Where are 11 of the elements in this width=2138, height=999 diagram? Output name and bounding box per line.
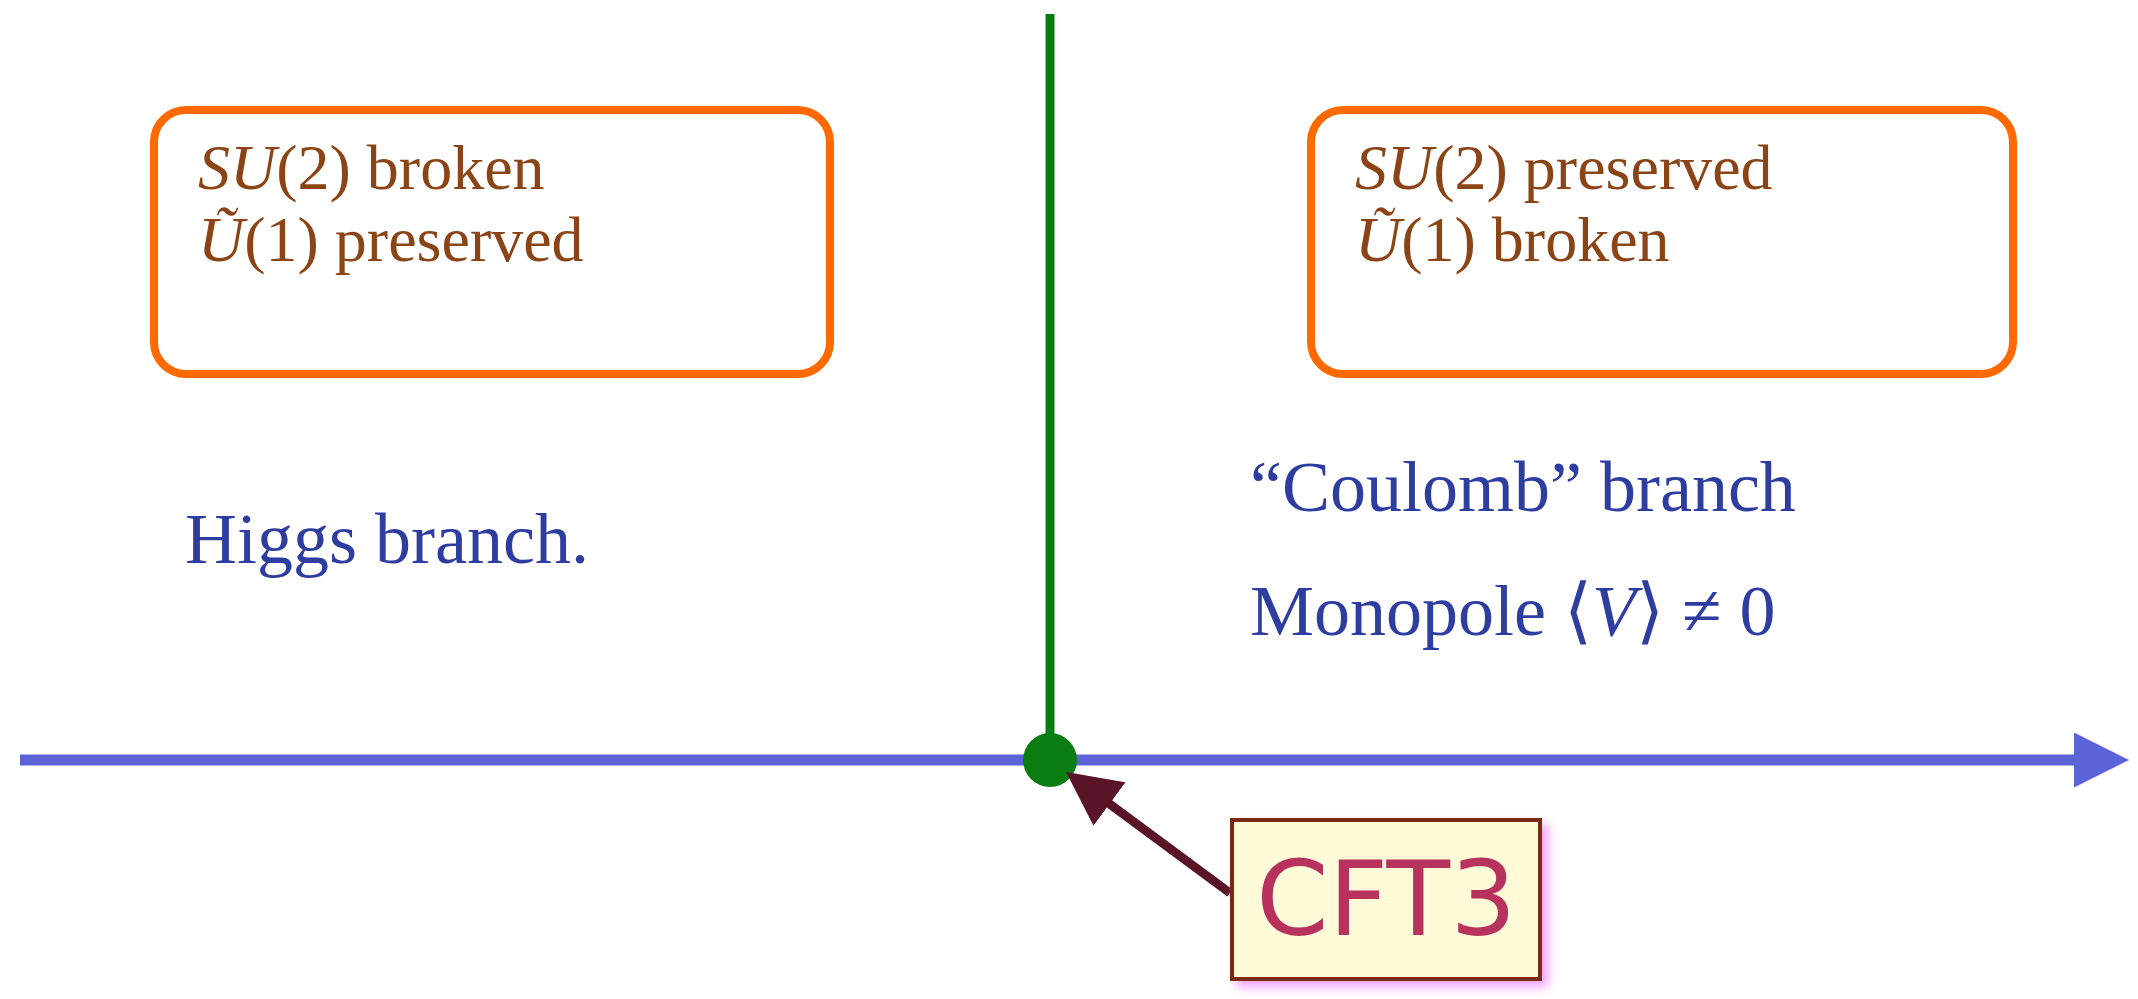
region-label: “Coulomb” branch <box>1250 448 1796 528</box>
symmetry-text: SU(2) broken <box>198 132 546 204</box>
symmetry-text: Ũ(1) broken <box>1355 203 1671 276</box>
region-label: Monopole ⟨V⟩ ≠ 0 <box>1250 572 1776 652</box>
symmetry-box <box>1307 106 2017 378</box>
symmetry-box <box>150 106 834 378</box>
symmetry-text: Ũ(1) preserved <box>198 203 585 276</box>
region-label: Higgs branch. <box>185 500 589 580</box>
origin-dot <box>1023 733 1077 787</box>
symmetry-text: SU(2) preserved <box>1355 132 1774 204</box>
callout-box: CFT3 <box>1230 818 1543 982</box>
